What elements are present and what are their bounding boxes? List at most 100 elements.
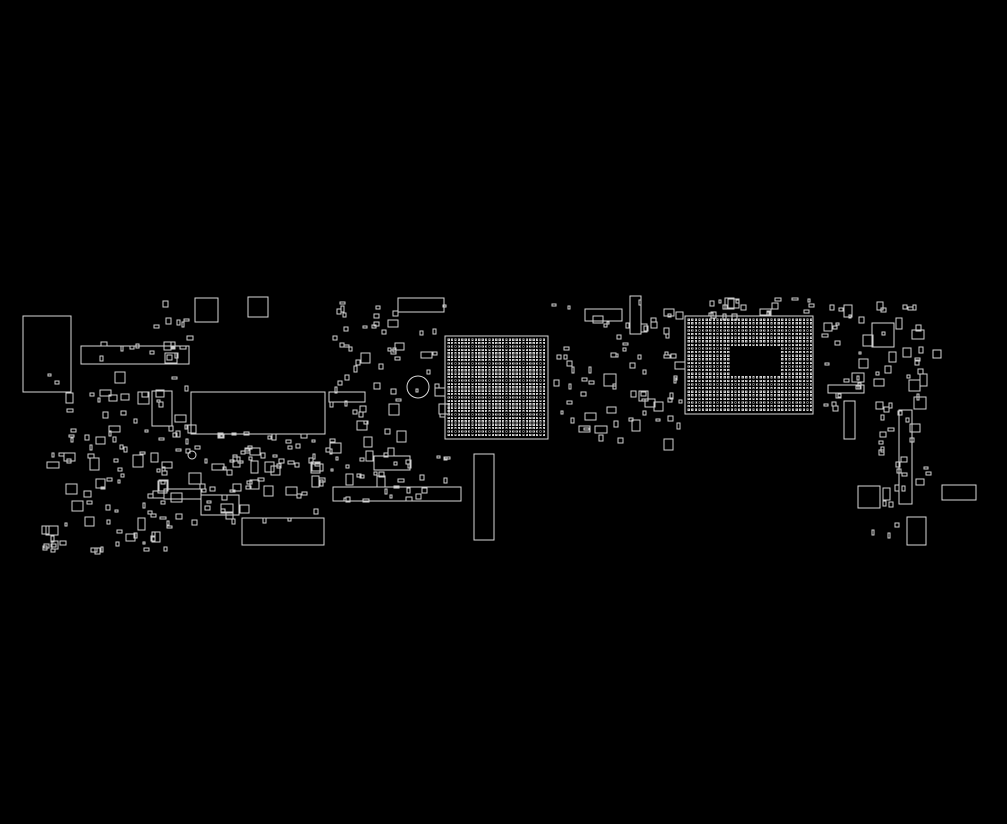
bga-ball bbox=[799, 376, 802, 379]
bga-ball bbox=[720, 354, 723, 357]
bga-ball bbox=[505, 413, 508, 416]
bga-ball bbox=[730, 343, 734, 347]
bga-ball bbox=[542, 389, 546, 392]
bga-ball bbox=[727, 336, 730, 339]
smd-part bbox=[117, 467, 123, 472]
bga-ball bbox=[532, 420, 535, 423]
smd-part bbox=[356, 420, 368, 431]
bga-ball bbox=[777, 318, 780, 321]
bga-ball bbox=[806, 401, 809, 404]
smd-part bbox=[99, 389, 112, 397]
bga-ball bbox=[712, 372, 716, 375]
bga-ball bbox=[712, 401, 716, 404]
bga-ball bbox=[687, 365, 690, 368]
bga-ball bbox=[474, 409, 478, 413]
bga-ball bbox=[461, 382, 464, 386]
bga-ball bbox=[723, 379, 726, 383]
bga-ball bbox=[532, 389, 535, 392]
bga-ball bbox=[777, 325, 780, 329]
bga-ball bbox=[491, 406, 495, 409]
bga-ball bbox=[515, 396, 518, 399]
smd-part bbox=[285, 439, 292, 444]
smd-part bbox=[187, 424, 197, 434]
smd-part bbox=[151, 531, 161, 543]
bga-ball bbox=[508, 433, 512, 437]
bga-ball bbox=[481, 423, 484, 426]
bga-ball bbox=[457, 355, 461, 358]
bga-ball bbox=[687, 329, 690, 332]
bga-ball bbox=[774, 394, 777, 397]
bga-ball bbox=[795, 332, 798, 336]
bga-ball bbox=[687, 379, 690, 383]
bga-ball bbox=[457, 430, 461, 433]
bga-ball bbox=[501, 358, 505, 362]
bga-ball bbox=[512, 375, 515, 379]
bga-ball bbox=[525, 399, 529, 403]
bga-ball bbox=[525, 345, 529, 348]
bga-ball bbox=[529, 426, 532, 430]
bga-ball bbox=[752, 386, 755, 390]
bga-ball bbox=[712, 376, 716, 379]
smd-part bbox=[143, 547, 150, 552]
bga-ball bbox=[450, 365, 454, 369]
bga-ball bbox=[512, 423, 515, 426]
bga-ball bbox=[454, 379, 457, 382]
smd-part bbox=[722, 304, 728, 310]
bga-ball bbox=[447, 420, 450, 423]
bga-ball bbox=[519, 396, 522, 399]
bga-ball bbox=[457, 396, 461, 399]
bga-ball bbox=[508, 423, 512, 426]
bga-ball bbox=[508, 355, 512, 358]
bga-ball bbox=[450, 352, 454, 355]
smd-part bbox=[94, 547, 101, 555]
bga-ball bbox=[705, 383, 708, 386]
bga-ball bbox=[799, 372, 802, 375]
smd-part bbox=[883, 406, 890, 413]
bga-ball bbox=[723, 372, 726, 375]
bga-ball bbox=[478, 409, 481, 413]
bga-ball bbox=[512, 406, 515, 409]
bga-ball bbox=[522, 399, 525, 403]
bga-ball bbox=[702, 390, 705, 393]
bga-ball bbox=[457, 406, 461, 409]
bga-ball bbox=[512, 399, 515, 403]
bga-ball bbox=[450, 389, 454, 392]
bga-ball bbox=[698, 404, 701, 408]
bga-ball bbox=[712, 347, 716, 350]
bga-ball bbox=[498, 345, 501, 348]
smd-part bbox=[100, 341, 108, 347]
bga-ball bbox=[501, 341, 505, 345]
smd-part bbox=[375, 305, 381, 310]
bga-ball bbox=[501, 355, 505, 358]
bga-ball bbox=[488, 396, 491, 399]
bga-ball bbox=[705, 350, 708, 354]
bga-ball bbox=[802, 340, 806, 343]
smd-part bbox=[606, 406, 617, 414]
bga-ball bbox=[810, 343, 813, 347]
bga-ball bbox=[498, 375, 501, 379]
bga-ball bbox=[784, 336, 788, 339]
bga-ball bbox=[481, 358, 484, 362]
bga-ball bbox=[712, 404, 716, 408]
bga-ball bbox=[488, 430, 491, 433]
bga-ball bbox=[505, 389, 508, 392]
bga-ball bbox=[752, 340, 755, 343]
bga-ball bbox=[471, 379, 474, 382]
bga-ball bbox=[745, 336, 748, 339]
bga-ball bbox=[515, 341, 518, 345]
bga-ball bbox=[781, 358, 784, 361]
bga-ball bbox=[495, 433, 498, 437]
smd-part bbox=[83, 490, 92, 498]
bga-ball bbox=[505, 341, 508, 345]
bga-ball bbox=[498, 386, 501, 389]
bga-ball bbox=[792, 343, 795, 347]
bga-ball bbox=[723, 343, 726, 347]
smd-part bbox=[285, 486, 298, 496]
bga-ball bbox=[522, 382, 525, 386]
smd-part bbox=[348, 346, 353, 352]
bga-ball bbox=[495, 348, 498, 352]
bga-ball bbox=[756, 394, 759, 397]
bga-ball bbox=[727, 365, 730, 368]
smd-part bbox=[185, 448, 191, 454]
bga-ball bbox=[723, 329, 726, 332]
